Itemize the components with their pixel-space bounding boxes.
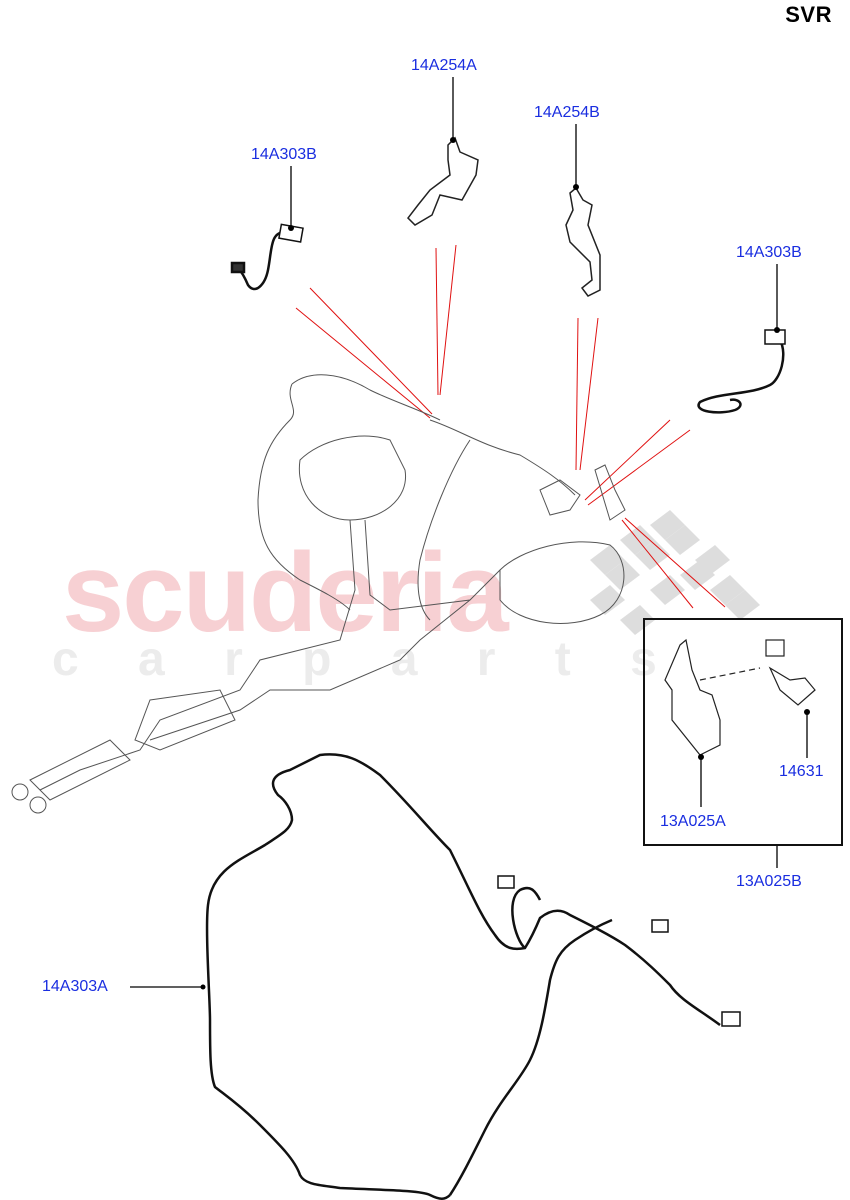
- leader-dots: [200, 137, 810, 990]
- connector-1: [497, 875, 515, 889]
- harness-14A303A: [205, 753, 721, 1200]
- sensor-14A303B-left: [230, 223, 304, 291]
- inset-box-13A025B: [643, 618, 843, 846]
- checkered-flag-watermark: [590, 510, 760, 635]
- sensor-14A303B-right: [697, 329, 786, 414]
- callout-14A303B-right[interactable]: 14A303B: [736, 244, 802, 261]
- leader-lines: [130, 77, 808, 988]
- reference-lines: [295, 244, 726, 609]
- watermark-subtext: c a r p a r t s: [52, 633, 657, 686]
- callout-14A254B[interactable]: 14A254B: [534, 104, 600, 121]
- callout-13A025B[interactable]: 13A025B: [736, 873, 802, 890]
- connector-2: [651, 919, 669, 933]
- callout-14631[interactable]: 14631: [779, 763, 824, 780]
- callout-14A254A[interactable]: 14A254A: [411, 57, 477, 74]
- connector-3: [721, 1011, 741, 1027]
- callout-14A303B-left[interactable]: 14A303B: [251, 146, 317, 163]
- inset-parts: [664, 638, 816, 756]
- exhaust-system: [11, 374, 626, 814]
- bracket-14A254B: [565, 186, 601, 297]
- bracket-14A254A: [407, 136, 479, 226]
- variant-label: SVR: [785, 2, 832, 27]
- callout-13A025A[interactable]: 13A025A: [660, 813, 726, 830]
- watermark-brand: scuderia: [62, 530, 509, 655]
- callout-14A303A[interactable]: 14A303A: [42, 978, 108, 995]
